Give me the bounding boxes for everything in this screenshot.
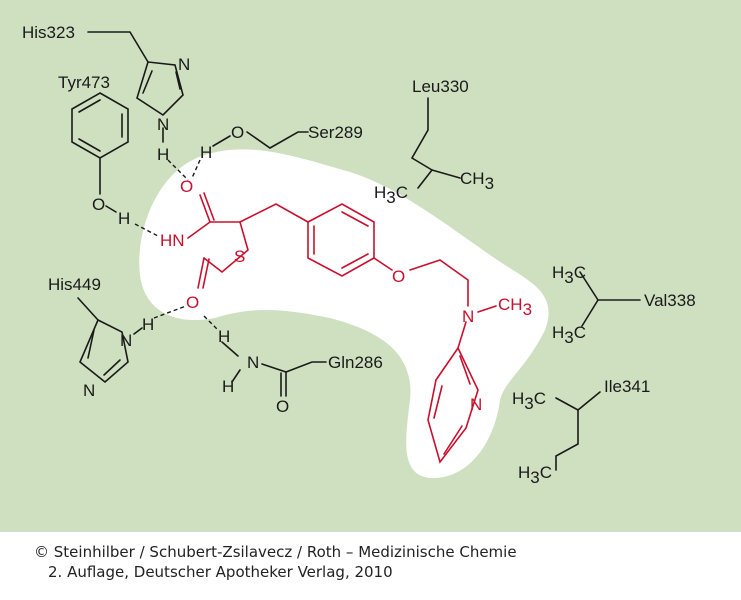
pyridine-ring: [427, 346, 479, 464]
atom-ile341-h3c-bottom: H3C: [518, 463, 552, 487]
atom-tyr473-h: H: [118, 209, 130, 228]
gln286-hn2: [231, 369, 241, 383]
residue-atoms: N N H H O O H N H N H N H O H3C CH3 H3C …: [83, 55, 586, 487]
label-ile341: Ile341: [604, 377, 650, 396]
atom-ligand-ch3: CH3: [498, 295, 532, 319]
hydrogen-bonds: [134, 159, 219, 331]
label-his323: His323: [22, 23, 75, 42]
n-pyridine: [457, 321, 467, 349]
tzd-co2b: [202, 258, 210, 289]
ethyl-chain: [409, 259, 469, 307]
ether-chain: [373, 257, 393, 271]
gln286-hn: [221, 341, 239, 357]
hbond-ser289: [191, 159, 201, 179]
leu330-h3c: [417, 169, 433, 189]
credit-line-1: © Steinhilber / Schubert-Zsilavecz / Rot…: [34, 543, 517, 561]
atom-ligand-n-pyridine: N: [470, 395, 482, 414]
label-his449: His449: [48, 275, 101, 294]
atom-leu330-ch3: CH3: [460, 169, 494, 193]
gln286-chain: [261, 361, 327, 373]
ile341-lower: [555, 409, 579, 471]
atom-ser289-h: H: [200, 143, 212, 162]
tzd-co2: [197, 257, 205, 289]
ligand-ch2: [239, 203, 309, 223]
atom-leu330-h3c: H3C: [374, 183, 408, 207]
ser289-ho: [212, 135, 231, 147]
his449-double1: [87, 329, 95, 359]
atom-gln286-n: N: [247, 353, 259, 372]
tyr473-oh: [105, 205, 117, 213]
ser289-chain: [246, 131, 309, 149]
atom-ile341-h3c-top: H3C: [512, 389, 546, 413]
leu330-ch3: [431, 169, 461, 179]
atom-ligand-n-amine: N: [462, 307, 474, 326]
his449-ring: [79, 318, 129, 384]
tyr473-inner3: [78, 99, 101, 113]
atom-ligand-o1: O: [180, 177, 193, 196]
atom-ligand-s: S: [234, 247, 245, 266]
credit-line-2: 2. Auflage, Deutscher Apotheker Verlag, …: [48, 563, 393, 581]
n-ch3: [477, 305, 497, 313]
label-tyr473: Tyr473: [58, 73, 110, 92]
ligand-bonds: [187, 192, 497, 464]
atom-his323-n2: N: [157, 115, 169, 134]
leu330-chain: [410, 97, 433, 171]
atom-his449-n1: N: [120, 331, 132, 350]
pyr-inner1: [433, 385, 443, 419]
atom-his449-n2: N: [83, 381, 95, 400]
label-ser289: Ser289: [308, 123, 363, 142]
tyr473-inner2: [78, 138, 101, 152]
atom-val338-h3c-top: H3C: [552, 263, 586, 287]
atom-ligand-hn: HN: [160, 231, 185, 250]
atom-ligand-o2: O: [186, 293, 199, 312]
atom-his323-n1: N: [178, 55, 190, 74]
phenyl-inner1: [341, 211, 369, 227]
atom-ser289-o: O: [231, 123, 244, 142]
atom-ligand-o-ether: O: [392, 267, 405, 286]
binding-site-diagram: His323 Tyr473 Ser289 Leu330 His449 Gln28…: [0, 0, 741, 532]
atom-gln286-h1: H: [218, 327, 230, 346]
tzd-ring: [187, 221, 249, 274]
hbond-gln286: [203, 315, 219, 331]
residue-labels: His323 Tyr473 Ser289 Leu330 His449 Gln28…: [22, 23, 696, 396]
his449-double2: [103, 359, 121, 376]
tzd-co1b: [203, 192, 215, 221]
his323-ring: [136, 61, 184, 117]
copyright-credit: © Steinhilber / Schubert-Zsilavecz / Rot…: [34, 542, 517, 582]
phenyl-inner2: [341, 253, 369, 269]
atom-tyr473-o: O: [92, 195, 105, 214]
his323-double2: [142, 70, 153, 94]
atom-his449-h: H: [142, 315, 154, 334]
label-gln286: Gln286: [328, 353, 383, 372]
tzd-co1: [199, 194, 211, 223]
pyr-inner2: [443, 425, 463, 455]
atom-gln286-h2: H: [222, 377, 234, 396]
ligand-atoms: O HN S O O N CH3 N: [160, 177, 532, 414]
hbond-tyr473: [134, 223, 159, 237]
his449-nh: [133, 327, 143, 335]
hbond-his449: [153, 305, 187, 319]
atom-his323-h: H: [157, 145, 169, 164]
label-val338: Val338: [644, 291, 696, 310]
his323-double: [175, 71, 181, 90]
atom-gln286-o: O: [276, 397, 289, 416]
label-leu330: Leu330: [412, 77, 469, 96]
atom-val338-h3c-bottom: H3C: [552, 323, 586, 347]
residue-bonds: [71, 31, 641, 471]
hbond-his323: [167, 159, 189, 181]
his449-chain: [77, 297, 99, 321]
val338-bottom: [581, 299, 599, 327]
his323-chain: [87, 31, 149, 63]
pyr-inner3: [459, 355, 471, 385]
binding-pocket: [139, 149, 549, 479]
